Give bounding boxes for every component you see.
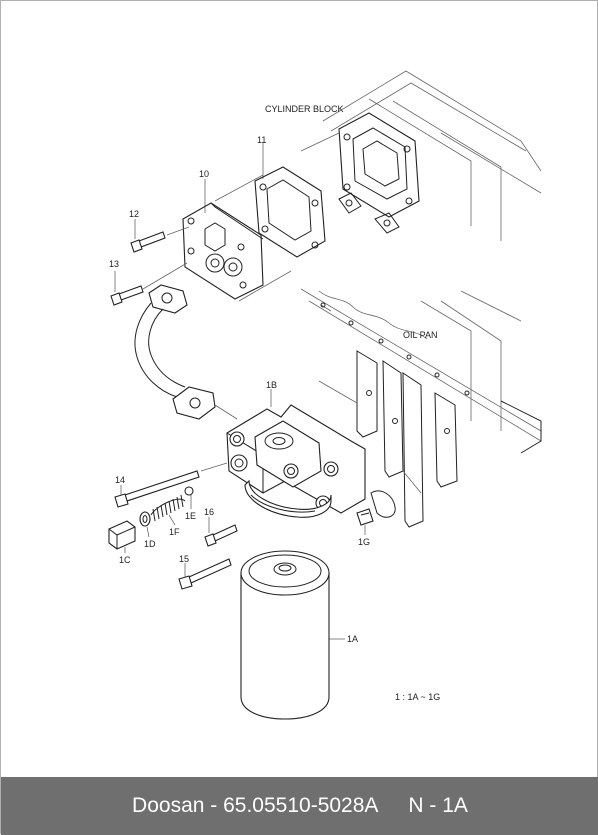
exploded-parts-diagram: CYLINDER BLOCK OIL PAN 10 11 12 13 1B 14… [108, 70, 542, 720]
bolt-part-13 [110, 262, 188, 306]
label-part-11: 11 [257, 135, 266, 145]
label-part-1a: 1A [347, 634, 358, 644]
filter-head-part-1b [226, 389, 366, 518]
plug-part-1g [356, 508, 374, 535]
label-part-15: 15 [179, 554, 189, 564]
label-cylinder-block: CYLINDER BLOCK [265, 104, 344, 114]
oil-pan-outline [300, 288, 542, 528]
bolt-part-12 [130, 219, 190, 253]
footer-caption: Doosan - 65.05510-5028A N - 1A [1, 777, 598, 835]
oil-pipe [134, 284, 238, 420]
label-part-12: 12 [129, 209, 139, 219]
adapter-plate-part-10 [182, 174, 292, 302]
label-part-13: 13 [109, 259, 119, 269]
footer-brand: Doosan [132, 794, 205, 817]
washer-part-1d [139, 511, 151, 538]
bolt-part-16 [204, 517, 238, 547]
filter-cartridge-part-1a [240, 550, 345, 720]
label-part-10: 10 [199, 169, 209, 179]
label-part-1c: 1C [119, 555, 131, 565]
bolt-part-15 [178, 558, 232, 590]
footer-section: N - 1A [408, 794, 468, 817]
label-part-1g: 1G [358, 537, 370, 547]
label-part-14: 14 [115, 475, 125, 485]
ball-part-1e [184, 486, 194, 509]
footer-bar: Doosan - 65.05510-5028A N - 1A [1, 777, 598, 835]
plug-part-1c [108, 520, 136, 553]
cylinder-block-outline [300, 70, 542, 241]
label-part-1e: 1E [185, 511, 196, 521]
bolt-part-14 [114, 462, 228, 508]
label-part-1f: 1F [169, 527, 180, 537]
label-part-1b: 1B [266, 380, 277, 390]
label-part-16: 16 [204, 507, 214, 517]
label-oil-pan: OIL PAN [403, 330, 438, 340]
spring-part-1f [150, 494, 186, 526]
footer-part-number: 65.05510-5028A [223, 794, 379, 817]
footer-separator: - [204, 794, 224, 817]
label-part-1d: 1D [144, 539, 156, 549]
range-note: 1 : 1A ~ 1G [395, 692, 440, 702]
gasket-part-11 [254, 143, 326, 258]
